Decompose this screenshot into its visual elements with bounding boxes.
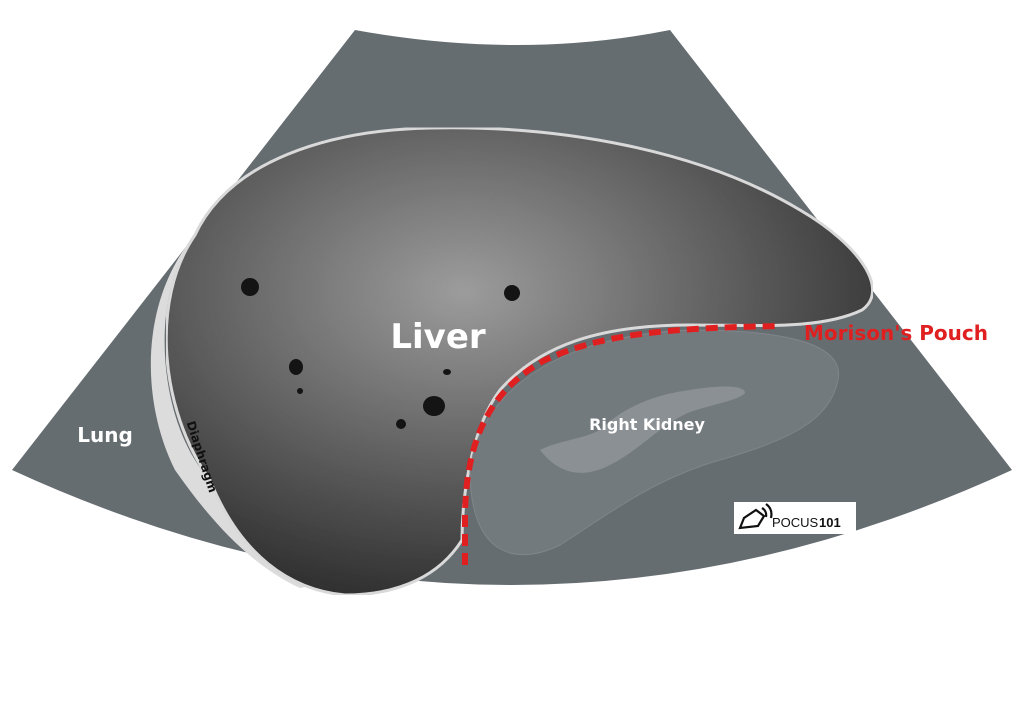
vessel	[396, 419, 406, 429]
logo-word: POCUS	[772, 515, 819, 530]
vessel	[289, 359, 303, 375]
liver-vessels	[241, 278, 520, 429]
logo-number: 101	[819, 515, 841, 530]
vessel	[297, 388, 303, 394]
logo-box	[734, 502, 856, 534]
right-kidney	[469, 329, 840, 556]
vessel	[504, 285, 520, 301]
liver-label: Liver	[390, 317, 486, 357]
vessel	[423, 396, 445, 416]
right-kidney-label: Right Kidney	[589, 415, 705, 434]
liver-shape	[164, 126, 874, 597]
morisons-pouch-label: Morison's Pouch	[804, 321, 988, 345]
kidney-sinus	[540, 386, 745, 473]
pocus-logo: POCUS 101	[734, 502, 856, 534]
vessel	[241, 278, 259, 296]
morisons-pouch-line	[462, 323, 781, 565]
lung-label: Lung	[77, 423, 133, 447]
ultrasound-probe-icon	[738, 503, 773, 530]
vessel	[443, 369, 451, 375]
